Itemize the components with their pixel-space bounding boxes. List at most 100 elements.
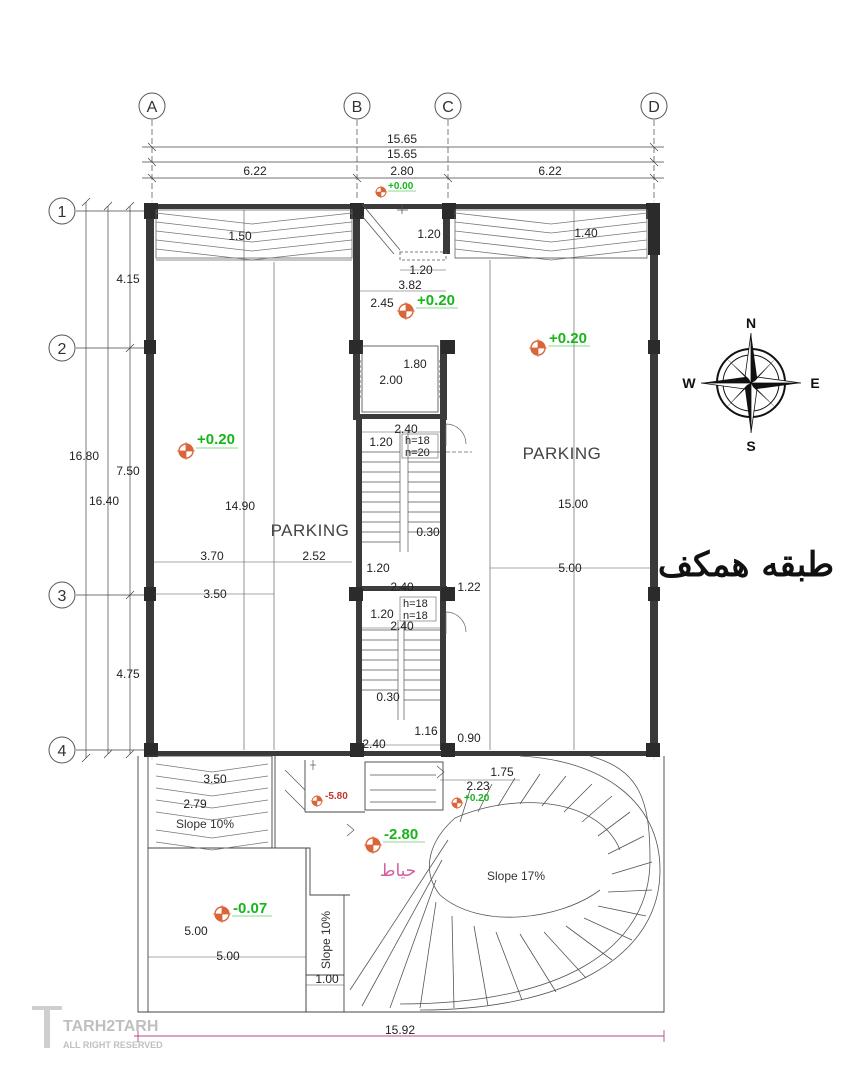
axis-bubble-1: 1 [48, 197, 76, 225]
dim-2-00: 2.00 [379, 373, 403, 387]
dim-total-inner: 16.40 [89, 494, 119, 508]
level-marker-landing: +0.20 [450, 793, 490, 810]
axis-bubble-d: D [640, 92, 668, 120]
dim-2-40-b: 2.40 [390, 580, 414, 594]
level-marker-entry: +0.00 [374, 181, 416, 199]
parking-stall-lines [156, 210, 647, 750]
dim-middle-bay: 2.80 [390, 164, 414, 178]
dim-1-80: 1.80 [403, 357, 427, 371]
dim-1-16: 1.16 [414, 724, 438, 738]
dim-1-50: 1.50 [228, 229, 252, 243]
dim-bay-2-3: 7.50 [116, 464, 140, 478]
svg-text:+0.20: +0.20 [549, 330, 587, 347]
svg-text:C: C [442, 99, 454, 116]
entry-lines [361, 203, 447, 261]
compass-south: S [746, 438, 755, 454]
svg-text:A: A [147, 99, 158, 116]
top-ramp-left [155, 209, 353, 261]
stair-count-lower-h: h=18 [403, 598, 428, 610]
dim-2-79: 2.79 [183, 797, 207, 811]
structural-columns [144, 203, 660, 757]
dim-1-20-c: 1.20 [369, 435, 393, 449]
top-dimension-lines [142, 142, 664, 183]
label-parking-right: PARKING [523, 444, 602, 463]
dim-2-40-a: 2.40 [394, 422, 418, 436]
curved-ramp [349, 755, 661, 1011]
svg-text:+0.00: +0.00 [388, 181, 414, 192]
svg-text:-2.80: -2.80 [384, 826, 418, 843]
level-marker-court: -2.80 [363, 826, 425, 855]
dim-1-20-b: 1.20 [409, 263, 433, 277]
svg-text:TARH2TARH: TARH2TARH [63, 1018, 158, 1035]
dim-5-00-a: 5.00 [558, 561, 582, 575]
svg-text:B: B [352, 99, 363, 116]
dim-2-40-d: 2.40 [362, 737, 386, 751]
compass-west: W [682, 375, 696, 391]
dim-14-90: 14.90 [225, 499, 255, 513]
dim-5-00-b: 5.00 [184, 924, 208, 938]
grid-rows [76, 210, 150, 751]
dim-3-50-b: 3.50 [203, 772, 227, 786]
axis-bubble-2: 2 [48, 334, 76, 362]
dim-total-outer: 16.80 [69, 449, 99, 463]
svg-text:ALL RIGHT RESERVED: ALL RIGHT RESERVED [63, 1040, 163, 1050]
dim-2-23: 2.23 [466, 779, 490, 793]
shaft [359, 345, 441, 413]
level-marker-yard: -0.07 [212, 900, 272, 924]
dim-1-20-d: 1.20 [366, 561, 390, 575]
svg-text:+0.20: +0.20 [417, 292, 455, 309]
bottom-ramp-chevrons [155, 763, 269, 851]
dim-overall-1: 15.65 [387, 132, 417, 146]
dim-0-30-a: 0.30 [416, 525, 440, 539]
dim-2-45: 2.45 [370, 296, 394, 310]
brand-logo: TARH2TARH ALL RIGHT RESERVED [32, 1006, 163, 1050]
axis-bubble-3: 3 [48, 581, 76, 609]
svg-text:-5.80: -5.80 [325, 791, 348, 802]
dim-2-40-c: 2.40 [390, 619, 414, 633]
dim-0-90: 0.90 [457, 731, 481, 745]
stair-count-upper-h: h=18 [405, 435, 430, 447]
compass-north: N [746, 315, 756, 331]
dim-1-20-e: 1.20 [370, 607, 394, 621]
dim-3-82: 3.82 [398, 278, 422, 292]
level-marker-right-parking: +0.20 [528, 330, 590, 358]
stair-count-lower-n: n=18 [403, 610, 428, 622]
svg-text:D: D [648, 99, 660, 116]
stair-upper [362, 423, 472, 552]
dim-right-bay: 6.22 [538, 164, 562, 178]
svg-text:2: 2 [58, 341, 67, 358]
dim-5-00-c: 5.00 [216, 949, 240, 963]
dim-bottom-overall: 15.92 [385, 1023, 415, 1037]
stair-lower [362, 596, 467, 720]
dim-3-70: 3.70 [200, 549, 224, 563]
svg-text:3: 3 [58, 588, 67, 605]
dim-0-30-b: 0.30 [376, 690, 400, 704]
compass-icon [700, 332, 802, 434]
svg-text:1: 1 [58, 204, 67, 221]
dim-1-22: 1.22 [457, 580, 481, 594]
bottom-outline [137, 755, 665, 1013]
interior-dim-lines [148, 269, 650, 986]
top-ramp-right [454, 209, 648, 261]
dim-1-20-a: 1.20 [417, 227, 441, 241]
label-slope-vertical: Slope 10% [319, 911, 333, 969]
dim-3-50-a: 3.50 [203, 587, 227, 601]
dim-1-75: 1.75 [490, 765, 514, 779]
dim-bay-1-2: 4.15 [116, 272, 140, 286]
dim-1-40: 1.40 [574, 226, 598, 240]
dim-1-00: 1.00 [315, 972, 339, 986]
level-marker-left-parking: +0.20 [176, 431, 238, 461]
label-slope-left: Slope 10% [176, 817, 234, 831]
axis-bubble-c: C [434, 92, 462, 120]
bottom-dimension-line [134, 1030, 665, 1042]
label-slope-ramp: Slope 17% [487, 869, 545, 883]
level-marker-lobby: +0.20 [396, 292, 458, 321]
label-yard-persian: حیاط [380, 861, 417, 881]
dim-left-bay: 6.22 [243, 164, 267, 178]
axis-bubble-4: 4 [48, 736, 76, 764]
svg-text:-0.07: -0.07 [233, 900, 267, 917]
plan-title-persian: طبقه همکف [658, 545, 834, 585]
dim-2-52: 2.52 [302, 549, 326, 563]
stair-count-upper-n: n=20 [405, 447, 430, 459]
